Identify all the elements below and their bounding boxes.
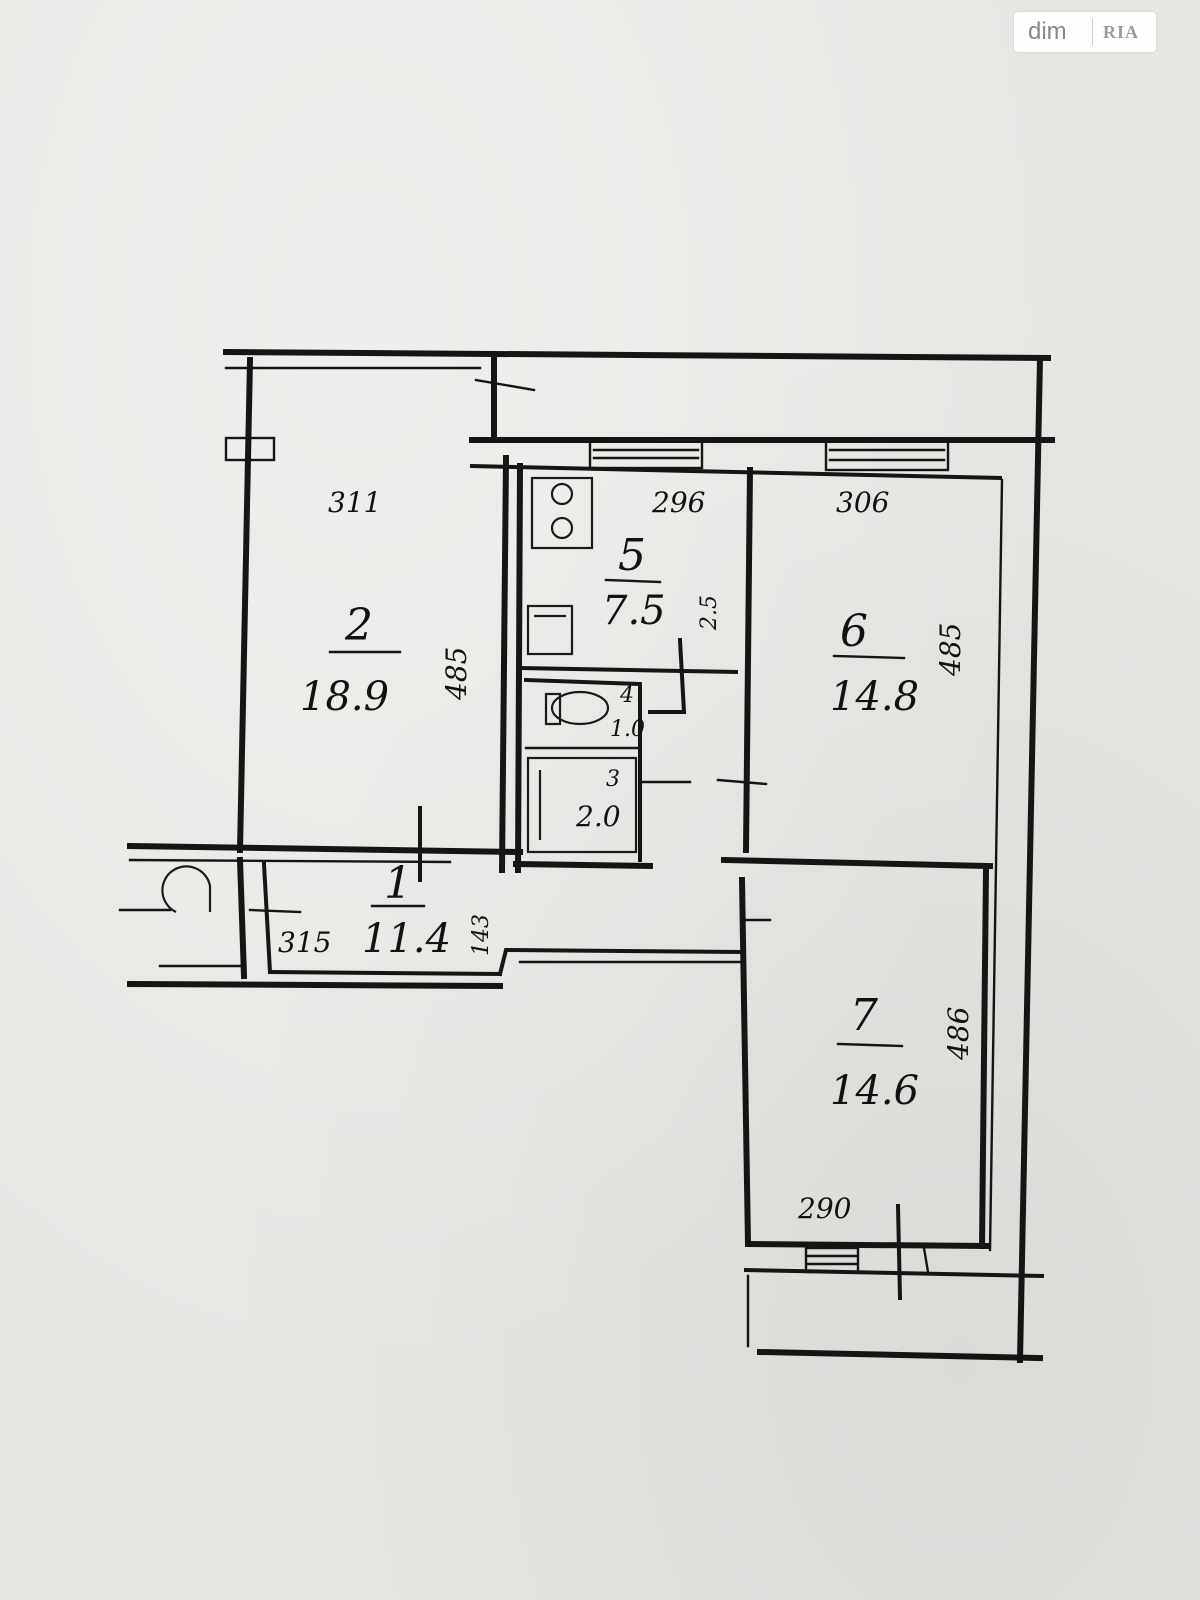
room6-width: 306 [836,486,889,519]
room7-window-tick [895,1203,903,1301]
room2-left-wall [236,356,254,854]
window-kitchen [588,438,704,470]
labels: 311 2 18.9 485 296 5 7.5 2.5 4 1.0 3 2.0… [278,486,975,1225]
entrance-door-swing [161,865,212,913]
toilet [550,690,610,726]
room5-area: 7.5 [602,588,666,634]
entrance-left-wall [236,856,248,980]
watermark-mark: RIA [1103,21,1140,42]
watermark-brand: dim [1028,18,1067,45]
entrance-tick [248,908,302,914]
room2-area: 18.9 [300,674,389,720]
room6-area: 14.8 [830,674,919,720]
room2-bottom-wall [126,842,524,856]
kitchen-room6-top-inner [469,463,1003,481]
room7-bottom-wall [744,1240,990,1250]
room4-area: 1.0 [610,717,645,742]
room3-number: 3 [606,767,620,792]
room6-length: 485 [934,623,967,677]
bath-outer [523,677,642,862]
tick [474,378,536,392]
entrance-inner-wall [261,861,273,975]
room2-width: 311 [328,486,381,519]
room1-bottom-inner [267,969,503,977]
bath-bottom-wall [512,860,654,870]
room2-number: 2 [344,600,373,651]
room7-left-wall [738,876,752,1248]
stove [530,476,594,550]
column [224,436,276,462]
room4-number: 4 [619,683,634,708]
room1-number: 1 [384,858,412,909]
room7-area: 14.6 [830,1068,919,1114]
room5-length: 2.5 [697,595,722,631]
room6-number: 6 [840,606,868,657]
room7-width: 290 [797,1192,851,1225]
room5-fraction-line [604,578,662,584]
room6-bottom-wall [720,856,994,870]
kitchen-bottom-wall [517,665,739,675]
room7-tick2 [922,1246,930,1274]
right-outer-wall [1016,354,1044,1364]
watermark-divider [1092,19,1093,45]
room1-bottom-wall [126,980,504,990]
room7-length: 486 [942,1007,975,1061]
window-room7 [804,1246,860,1274]
room7-fraction-line [836,1042,904,1048]
room2-length: 485 [440,647,473,701]
room5-number: 5 [618,530,646,581]
window-room7-glass [806,1254,858,1266]
room6-fraction-line [832,654,906,660]
kitchen-door-jamb [648,637,687,714]
fixtures [526,476,638,854]
window-room6-glass [828,448,946,462]
right-inner-wall [988,478,1004,1252]
walls [118,348,1055,1364]
room2-bottom-inner [128,858,452,864]
room6-door-tick [716,778,768,786]
balcony-bottom-wall [756,1348,1044,1362]
room2-right-wall [498,454,510,874]
sink [526,604,574,656]
watermark-badge: dim RIA [1014,12,1156,52]
window-kitchen-glass [592,448,700,460]
room3-area: 2.0 [575,800,621,833]
top-outer-wall [222,348,1052,362]
room1-width: 315 [278,926,331,959]
room7-number: 7 [850,990,878,1041]
stove-burner-1 [550,482,574,506]
toilet-tank [544,692,562,726]
corridor-bottom-wall [497,947,743,977]
room5-width: 296 [651,486,705,519]
room7-right-wall [978,866,990,1250]
room1-area: 11.4 [362,916,451,962]
window-room6 [824,438,950,472]
stove-burner-2 [550,516,574,540]
room1-length: 143 [469,914,494,956]
bathtub [526,756,638,854]
kitchen-right-wall [742,466,754,854]
balcony-top-wall [743,1267,1045,1279]
